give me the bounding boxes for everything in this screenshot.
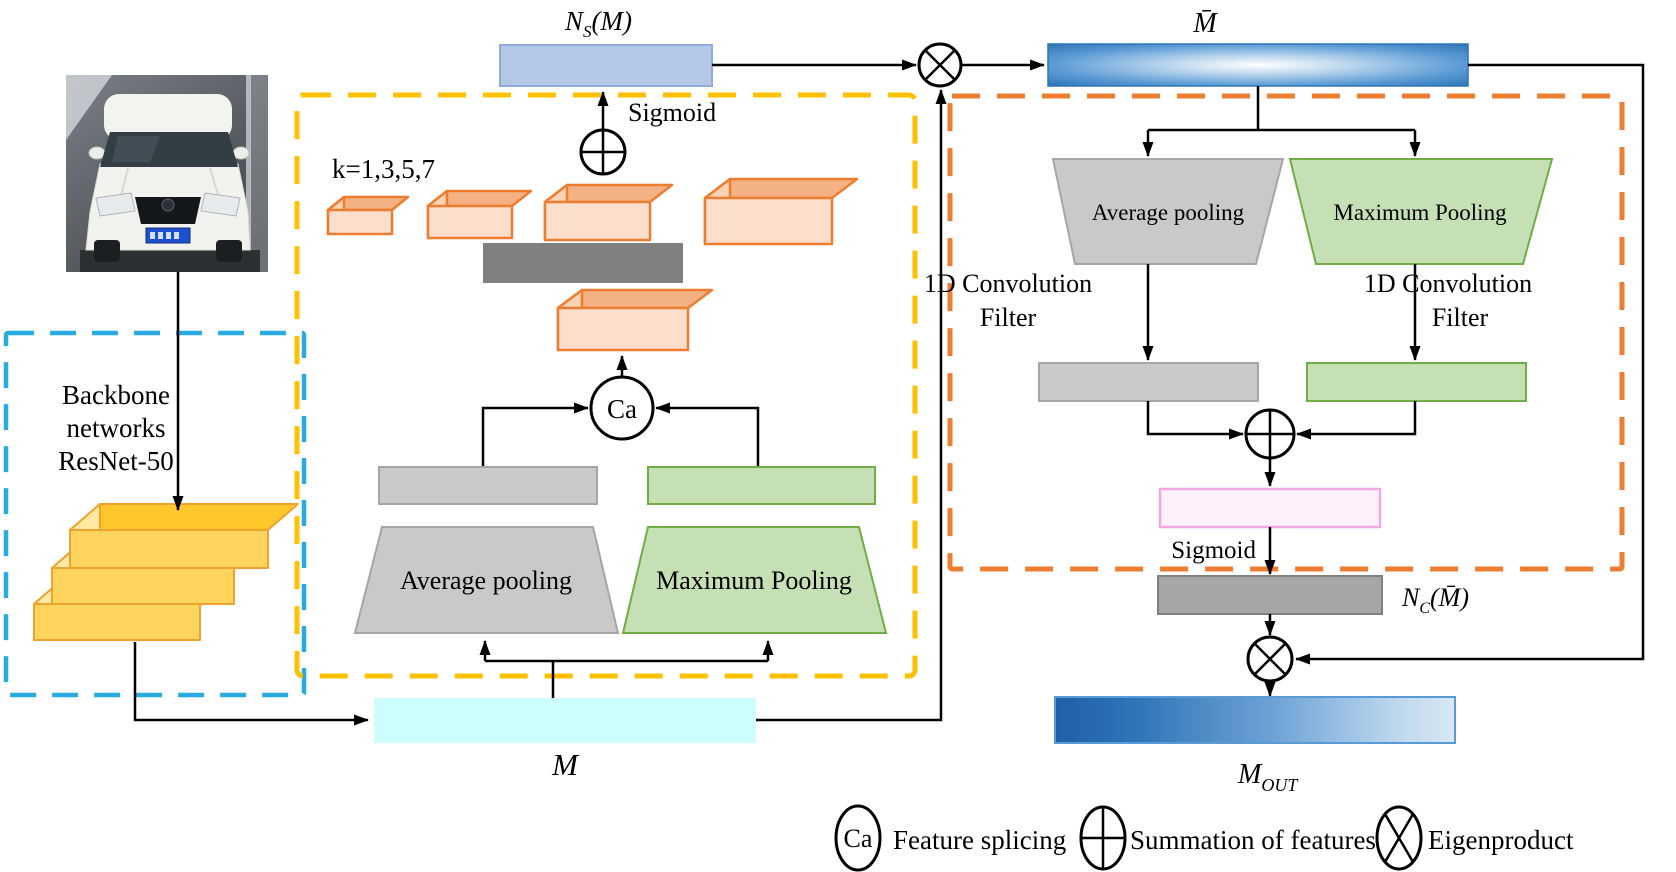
mout-label: MOUT [1237,759,1299,795]
ns-rest: (M) [592,6,632,36]
ns-output-bar [499,44,713,87]
max-pool-output-bar-spatial [647,466,876,505]
backbone-dashed-box [3,330,307,698]
left-mirror [88,146,106,160]
vehicle-photo [66,75,268,272]
ca-text: Ca [607,394,637,424]
fused-feature-box [556,288,714,352]
lane-marking [66,75,112,140]
concat-gray-bar [483,243,683,283]
sigmoid-label-channel: Sigmoid [1171,537,1256,564]
car-shadow [80,250,260,272]
right-headlight [200,192,241,217]
legend-summation-label: Summation of features [1130,825,1376,855]
kernel-box-3 [543,183,674,242]
summation-node-spatial [579,128,627,176]
legend-eigenproduct-icon [1375,805,1423,871]
sigmoid-label-spatial: Sigmoid [628,98,716,127]
conv-filter-right-line1: 1D Convolution [1364,269,1532,298]
backbone-feature-blocks [33,503,299,641]
kernel-box-1 [326,195,410,236]
max-pool-label-channel: Maximum Pooling [1333,200,1507,225]
max-pool-trapezoid-channel [1288,158,1554,265]
avg-pool-trapezoid-spatial [353,526,620,634]
legend: Ca Feature splicing Summation of feature… [834,804,1574,872]
mbar-label: M̄ [1192,8,1218,39]
ns-sub: S [583,22,592,41]
ns-main: N [564,6,585,36]
avg-pool-label-spatial: Average pooling [400,566,572,595]
windshield-reflection [112,136,160,162]
backbone-label-line2: networks [67,413,166,443]
badge [161,198,175,212]
conv-output-bar-gray [1038,362,1259,402]
connector-gray-to-ca [481,402,589,467]
backbone-label-line1: Backbone [62,380,170,410]
avg-pool-trapezoid-channel [1051,158,1285,265]
feature-slab-1 [69,503,299,569]
conv-output-bar-green [1306,362,1527,402]
connector-gray-to-sum [1146,401,1244,440]
m-feature-bar [374,698,756,743]
connector-mbar-feedback [1295,63,1645,665]
ns-m-label: NS(M) [564,6,632,41]
left-headlight [95,192,136,217]
nc-main: N [1401,583,1421,612]
sigmoid-bar-channel [1158,487,1382,529]
avg-pool-output-bar-spatial [378,466,598,505]
conv-filter-left-line2: Filter [980,303,1037,332]
kernel-sizes-label: k=1,3,5,7 [332,154,435,184]
avg-pool-label-channel: Average pooling [1092,200,1245,225]
backbone-label-line3: ResNet-50 [58,446,173,476]
max-pool-label-spatial: Maximum Pooling [656,566,852,595]
nc-output-bar [1157,575,1383,615]
connector-m-to-eigenproduct [756,89,947,722]
nc-label: NC(M̄) [1401,583,1469,617]
kernel-box-4 [703,177,859,246]
channel-attention-dashed-box [947,93,1625,572]
road-edge [250,75,268,272]
plate-glyph [158,232,163,239]
legend-eigenproduct-label: Eigenproduct [1428,825,1574,855]
car-roof [104,94,232,140]
connector-m-split [485,659,768,698]
kernel-feature-boxes [326,177,859,246]
eigenproduct-node-bottom [1246,635,1294,683]
conv-filter-left-line1: 1D Convolution [924,269,1092,298]
mbar-feature-bar [1047,43,1469,87]
mout-main: M [1237,759,1263,790]
nc-sub: C [1419,600,1430,617]
connector-backbone-to-m [133,642,369,726]
kernel-box-2 [426,189,533,240]
conv-filter-right-line2: Filter [1432,303,1489,332]
mout-feature-bar [1054,696,1456,744]
right-mirror [232,146,250,160]
legend-feature-splice-label: Feature splicing [893,825,1066,855]
plate-glyph [150,232,155,239]
lane-line [246,75,251,272]
nc-rest: (M̄) [1430,583,1469,612]
feature-splice-node: Ca [589,375,655,441]
plate-glyph [174,232,179,239]
mout-sub: OUT [1261,775,1299,795]
right-wheel [216,240,242,262]
summation-node-channel [1244,408,1296,460]
eigenproduct-node-top [917,42,963,88]
left-wheel [94,240,120,262]
legend-summation-icon [1079,805,1127,871]
m-label: M [551,747,580,782]
backbone-label: Backbone networks ResNet-50 [58,380,173,476]
spatial-attention-dashed-box [294,92,918,679]
connector-mbar-split [1148,86,1415,132]
connector-green-to-ca [655,402,760,467]
legend-feature-splice-symbol: Ca [834,804,882,872]
connector-green-to-sum [1296,401,1417,440]
legend-ca-text: Ca [844,824,873,853]
plate-glyph [166,232,171,239]
max-pool-trapezoid-spatial [621,526,888,634]
